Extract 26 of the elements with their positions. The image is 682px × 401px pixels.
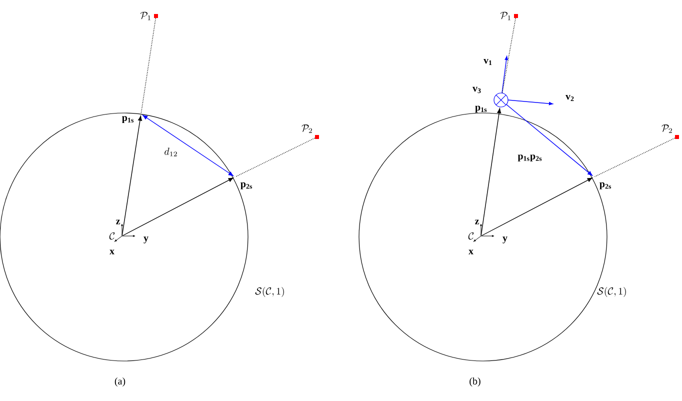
axis-label: $\mathcal{S}(\mathcal{C},1)$ <box>255 286 284 297</box>
arrow <box>142 114 234 176</box>
arrow <box>480 108 502 236</box>
caption: (b) <box>470 377 480 387</box>
axis-label: $\mathbf{x}$ <box>468 250 474 254</box>
edge-label: $\mathbf{p_{1s}p_{2s}}$ <box>516 154 544 162</box>
axis-label: $\mathbf{v_1}$ <box>484 58 492 66</box>
edge-label: $d_{12}$ <box>163 146 179 158</box>
axis-label: $\mathbf{z}$ <box>474 220 479 224</box>
axis-label: $\mathbf{v_2}$ <box>566 94 574 102</box>
arrow <box>506 104 593 176</box>
axis-label: $\mathbf{v_3}$ <box>472 86 481 94</box>
arrow <box>122 116 142 236</box>
axis-label: $\mathbf{y}$ <box>144 236 148 244</box>
point: $\mathbf{p_{1s}}$ <box>122 116 134 124</box>
point: $\mathbf{p_{2s}}$ <box>600 182 612 190</box>
point: $\mathcal{C}$ <box>109 232 115 240</box>
axis-label: $\mathbf{z}$ <box>116 220 120 224</box>
axis-label: $\mathbf{y}$ <box>502 236 508 244</box>
axis-label: $\mathbf{x}$ <box>110 250 114 254</box>
point: $\mathbf{p_{2s}}$ <box>240 182 252 190</box>
arrow <box>481 178 592 236</box>
arrow <box>122 178 234 236</box>
point: $\mathcal{C}$ <box>468 232 474 240</box>
axis-label: $\mathcal{S}(\mathcal{C},1)$ <box>597 286 626 297</box>
caption: (a) <box>114 377 126 387</box>
